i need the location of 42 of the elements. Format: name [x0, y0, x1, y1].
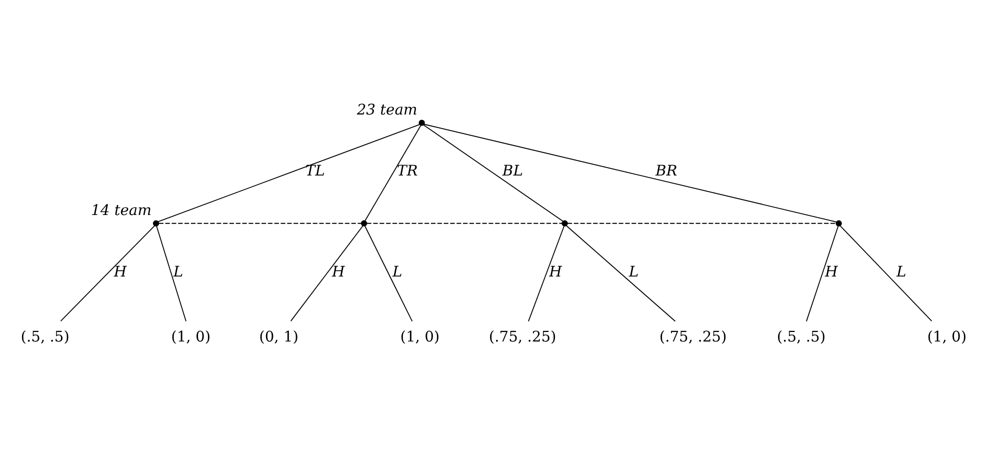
- edge-label: TR: [397, 162, 418, 180]
- edge-label: TL: [305, 162, 325, 180]
- node-text: (.5, .5): [776, 328, 826, 346]
- connector: [566, 225, 676, 322]
- edge-label: BR: [655, 162, 678, 180]
- node-text: (1, 0): [171, 328, 211, 346]
- connector: [806, 226, 839, 322]
- connector: [424, 124, 837, 222]
- connector: [566, 222, 837, 224]
- connector: [364, 124, 422, 222]
- connector: [366, 222, 562, 224]
- connector: [840, 225, 932, 322]
- node-label: 14 team: [91, 202, 152, 220]
- node-text: (.75, .25): [659, 328, 727, 346]
- node-circle: [836, 220, 842, 226]
- connector: [290, 225, 364, 322]
- node-circle: [152, 220, 160, 226]
- edge-label: L: [896, 263, 906, 280]
- node-circle: [562, 220, 568, 226]
- edge-label: L: [392, 263, 402, 280]
- edge-label: H: [332, 263, 345, 280]
- node-text: (0, 1): [259, 328, 299, 346]
- node-text: (1, 0): [927, 328, 967, 346]
- node-circle: [360, 220, 368, 226]
- node-text: (.5, .5): [20, 328, 70, 346]
- node-label: 23 team: [356, 101, 418, 118]
- connector: [423, 124, 564, 222]
- node-text: (1, 0): [400, 328, 440, 346]
- edge-label: H: [549, 263, 562, 280]
- edge-label: L: [173, 263, 184, 280]
- edge-label: H: [825, 263, 838, 280]
- node-circle: [418, 120, 425, 126]
- connector: [156, 226, 186, 322]
- edge-label: L: [628, 263, 639, 280]
- connector: [364, 226, 413, 322]
- connector: [158, 124, 420, 222]
- node-text: (.75, .25): [488, 328, 556, 346]
- connector: [528, 226, 564, 322]
- edge-label: H: [114, 263, 127, 280]
- edge-label: BL: [502, 162, 523, 180]
- connector: [60, 225, 155, 322]
- connector: [158, 222, 362, 224]
